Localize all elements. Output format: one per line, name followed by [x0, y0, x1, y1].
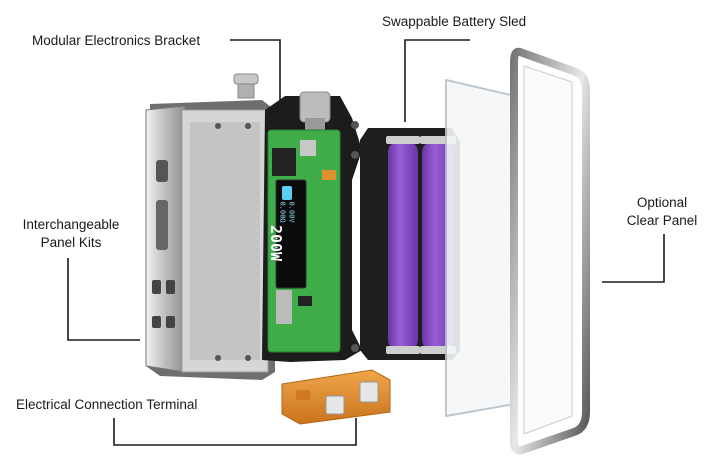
- label-optional-clear-panel: Optional Clear Panel: [614, 194, 710, 230]
- leader-bracket: [230, 39, 281, 100]
- label-electrical-connection-terminal: Electrical Connection Terminal: [16, 397, 198, 412]
- label-interchangeable-panel-kits: Interchangeable Panel Kits: [14, 216, 128, 252]
- leader-panel-kits: [67, 258, 140, 341]
- connection-terminal: [281, 369, 391, 425]
- label-panel-kits-line1: Interchangeable: [22, 217, 120, 232]
- leader-clear-panel: [602, 234, 665, 283]
- oled-screen: [275, 179, 307, 289]
- oled-wattage: 200W: [267, 224, 286, 262]
- battery-sled: [360, 128, 460, 360]
- clear-panel-glass: [445, 78, 516, 418]
- chassis-shell: [145, 100, 275, 380]
- label-panel-kits-line2: Panel Kits: [40, 235, 102, 250]
- label-modular-electronics-bracket: Modular Electronics Bracket: [32, 33, 201, 48]
- leader-sled: [404, 39, 470, 122]
- clear-panel-frame: [510, 47, 590, 455]
- leader-lines: [67, 39, 665, 446]
- label-clear-panel-line2: Clear Panel: [626, 213, 698, 228]
- label-swappable-battery-sled: Swappable Battery Sled: [382, 14, 527, 29]
- label-clear-panel-line1: Optional: [636, 195, 688, 210]
- leader-terminal: [113, 418, 357, 446]
- oled-readout-2: 0.00V: [287, 201, 296, 223]
- top-cap-fitting: [233, 73, 259, 99]
